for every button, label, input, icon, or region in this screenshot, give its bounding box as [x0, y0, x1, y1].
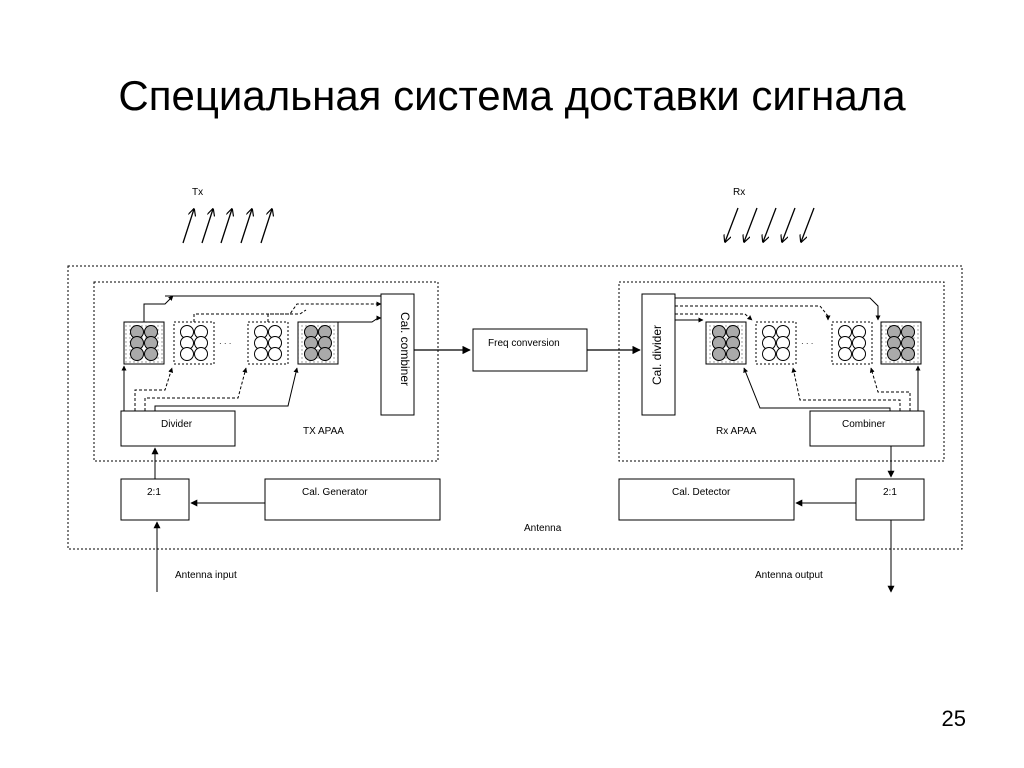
tx-label: Tx [192, 187, 203, 198]
divider-label: Divider [161, 419, 193, 430]
antenna-outer-box [67, 265, 963, 550]
switch-left-label: 2:1 [147, 487, 161, 498]
tx-element-module-1 [123, 321, 165, 365]
rx-connections [675, 297, 921, 411]
tx-apaa-box [93, 281, 439, 462]
cal-divider-box [641, 293, 676, 416]
antenna-input-label: Antenna input [175, 570, 237, 581]
cal-combiner-box [380, 293, 415, 416]
slide-title: Специальная система доставки сигнала [118, 72, 906, 119]
cal-combiner-label: Cal. combiner [398, 312, 412, 386]
tx-element-module-3 [247, 321, 289, 365]
rx-element-module-4 [880, 321, 922, 365]
tx-element-module-2 [173, 321, 215, 365]
switch-right-label: 2:1 [883, 487, 897, 498]
page-number: 25 [941, 706, 966, 731]
rx-incoming-arrows [725, 207, 815, 242]
rx-label: Rx [733, 187, 745, 198]
rx-element-module-3 [831, 321, 873, 365]
antenna-output-label: Antenna output [755, 570, 823, 581]
divider-box [120, 410, 236, 447]
combiner-label: Combiner [842, 419, 886, 430]
rx-apaa-label: Rx APAA [716, 426, 757, 437]
switch-right-box [855, 478, 925, 521]
rx-element-module-2 [755, 321, 797, 365]
cal-divider-label: Cal. divider [650, 325, 664, 385]
cal-detector-box [618, 478, 795, 521]
rx-element-module-1 [705, 321, 747, 365]
switch-left-box [120, 478, 190, 521]
freq-conversion-box [472, 328, 588, 372]
cal-generator-label: Cal. Generator [302, 487, 368, 498]
combiner-box [809, 410, 925, 447]
cal-generator-box [264, 478, 441, 521]
antenna-label: Antenna [524, 523, 562, 534]
cal-detector-label: Cal. Detector [672, 487, 731, 498]
tx-connections [121, 295, 382, 411]
tx-element-module-4 [297, 321, 339, 365]
tx-radiation-arrows [182, 209, 272, 244]
freq-conversion-label: Freq conversion [488, 338, 560, 349]
tx-ellipsis: · · · [219, 339, 231, 348]
rx-ellipsis: · · · [801, 339, 813, 348]
tx-apaa-label: TX APAA [303, 426, 344, 437]
